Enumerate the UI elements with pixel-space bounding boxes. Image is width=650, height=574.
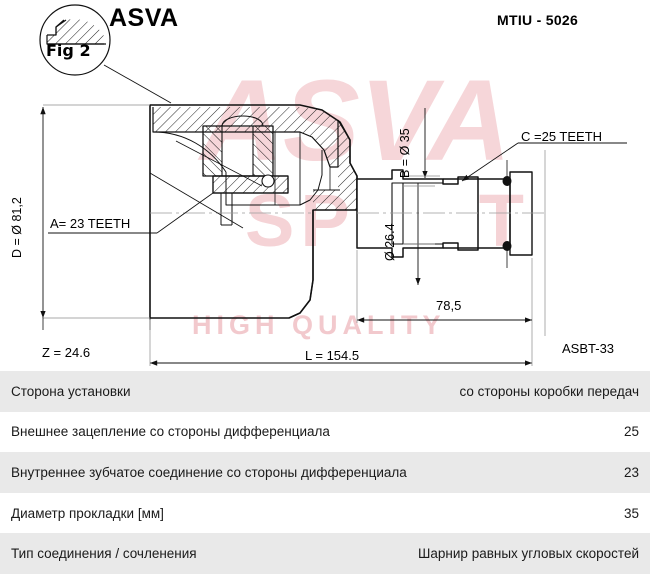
table-row: Тип соединения / сочленения Шарнир равны… — [0, 533, 650, 574]
dimension-boot-diameter: B = Ø 35 — [398, 128, 412, 178]
dimension-shaft-diameter: Ø 26.4 — [383, 223, 397, 261]
table-row: Внешнее зацепление со стороны дифференци… — [0, 411, 650, 453]
dimension-total-length: L = 154.5 — [305, 348, 360, 363]
dimension-shaft-length: 78,5 — [436, 298, 462, 313]
spec-label: Внешнее зацепление со стороны дифференци… — [11, 424, 330, 440]
spec-label: Сторона установки — [11, 383, 131, 399]
boot-code-label: ASBT-33 — [562, 341, 615, 356]
spec-value: 25 — [623, 424, 639, 440]
spec-value: 35 — [623, 505, 639, 521]
fig-detail-label: Fig 2 — [46, 41, 91, 60]
technical-drawing-area: ASVA SPORT HIGH QUALITY — [10, 4, 627, 366]
cv-joint-cross-section-drawing — [39, 4, 627, 366]
part-number-label: MTIU - 5026 — [497, 12, 579, 28]
dimension-outer-teeth: C =25 TEETH — [521, 129, 603, 144]
spec-label: Тип соединения / сочленения — [11, 546, 197, 562]
spec-value: 23 — [623, 464, 639, 480]
dimension-inner-teeth: A= 23 TEETH — [50, 216, 131, 231]
brand-logo-text: ASVA — [109, 4, 179, 32]
dimension-outer-diameter: D = Ø 81,2 — [10, 197, 24, 258]
specification-table: Сторона установки со стороны коробки пер… — [0, 371, 650, 574]
table-row: Сторона установки со стороны коробки пер… — [0, 371, 650, 412]
spec-label: Диаметр прокладки [мм] — [11, 505, 164, 521]
spec-value: со стороны коробки передач — [459, 383, 639, 399]
dimension-z-depth: Z = 24.6 — [42, 345, 91, 360]
spec-label: Внутреннее зубчатое соединение со сторон… — [11, 464, 407, 480]
table-row: Внутреннее зубчатое соединение со сторон… — [0, 452, 650, 493]
table-row: Диаметр прокладки [мм] 35 — [0, 492, 650, 534]
spec-value: Шарнир равных угловых скоростей — [418, 546, 639, 562]
